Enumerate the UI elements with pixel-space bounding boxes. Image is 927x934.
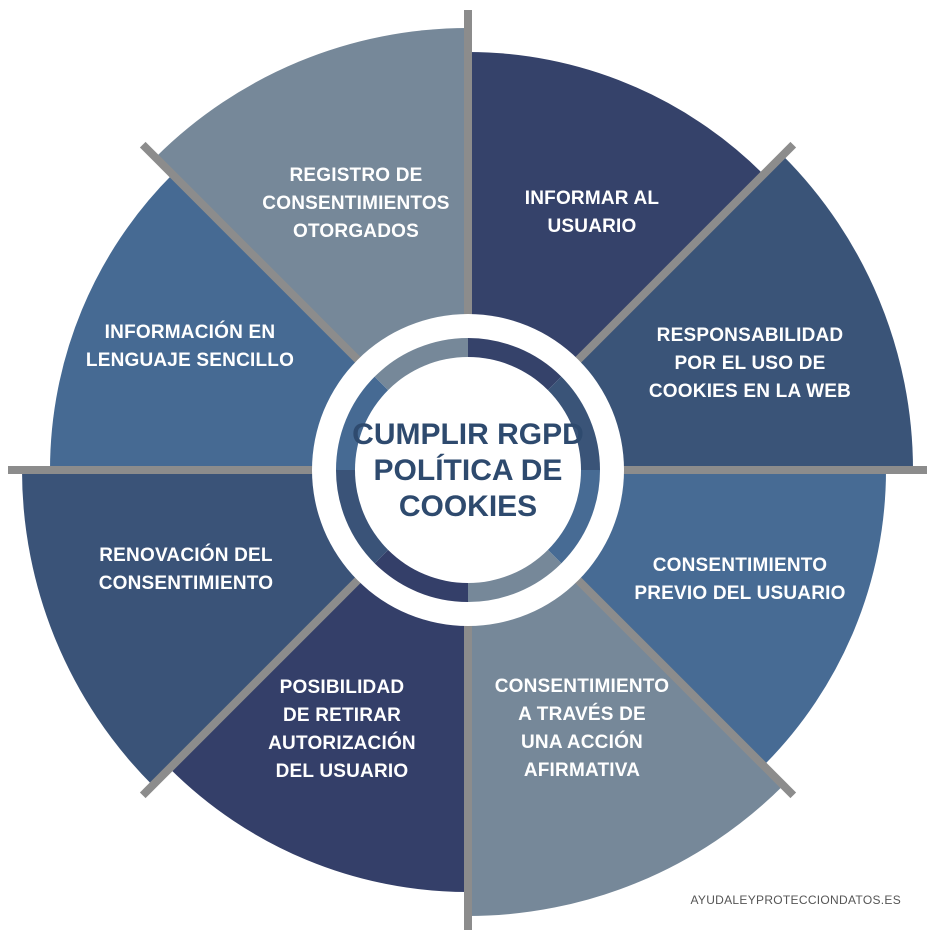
center-disc (355, 357, 581, 583)
segment-label-consentimiento-previo: CONSENTIMIENTO PREVIO DEL USUARIO (634, 555, 845, 604)
segment-label-line: RESPONSABILIDAD (657, 325, 844, 346)
segment-label-line: USUARIO (547, 216, 636, 237)
wheel-segment-labels: INFORMAR AL USUARIO RESPONSABILIDAD POR EL … (86, 165, 851, 782)
segment-label-line: OTORGADOS (293, 221, 419, 242)
segment-label-line: RENOVACIÓN DEL (99, 544, 273, 566)
segment-label-line: AUTORIZACIÓN (268, 732, 416, 754)
segment-label-line: CONSENTIMIENTO (653, 555, 828, 576)
segment-label-line: CONSENTIMIENTO (495, 676, 670, 697)
segment-label-renovacion-consentimiento: RENOVACIÓN DEL CONSENTIMIENTO (99, 544, 274, 594)
segment-label-informacion-lenguaje-sencillo: INFORMACIÓN EN LENGUAJE SENCILLO (86, 321, 294, 371)
center-title-line: COOKIES (399, 490, 537, 523)
segment-label-line: PREVIO DEL USUARIO (634, 583, 845, 604)
segment-label-line: DE RETIRAR (283, 705, 401, 726)
segment-label-line: INFORMAR AL (525, 188, 660, 209)
segment-label-line: REGISTRO DE (289, 165, 422, 186)
segment-label-line: A TRAVÉS DE (518, 703, 646, 725)
center-title-line: POLÍTICA DE (374, 453, 563, 487)
center-title-line: CUMPLIR RGPD (352, 418, 584, 451)
segment-label-line: DEL USUARIO (276, 761, 409, 782)
segment-label-line: UNA ACCIÓN (521, 731, 643, 753)
segment-label-line: POSIBILIDAD (280, 677, 405, 698)
segment-label-line: AFIRMATIVA (524, 760, 640, 781)
segment-label-line: INFORMACIÓN EN (105, 321, 276, 343)
segment-label-line: CONSENTIMIENTO (99, 573, 274, 594)
source-watermark: AYUDALEYPROTECCIONDATOS.ES (690, 893, 901, 907)
segment-label-consentimiento-accion-afirmativa: CONSENTIMIENTO A TRAVÉS DE UNA ACCIÓN AFIRM… (495, 676, 670, 781)
segment-label-line: LENGUAJE SENCILLO (86, 350, 294, 371)
segment-label-responsabilidad-cookies: RESPONSABILIDAD POR EL USO DE COOKIES EN L… (649, 325, 851, 402)
segment-label-line: CONSENTIMIENTOS (262, 193, 449, 214)
segment-label-line: COOKIES EN LA WEB (649, 381, 851, 402)
segment-label-posibilidad-retirar: POSIBILIDAD DE RETIRAR AUTORIZACIÓN DEL USU… (268, 677, 416, 782)
segment-label-informar-al-usuario: INFORMAR AL USUARIO (525, 188, 660, 237)
segment-label-registro-consentimientos: REGISTRO DE CONSENTIMIENTOS OTORGADOS (262, 165, 449, 242)
segment-label-line: POR EL USO DE (674, 353, 825, 374)
